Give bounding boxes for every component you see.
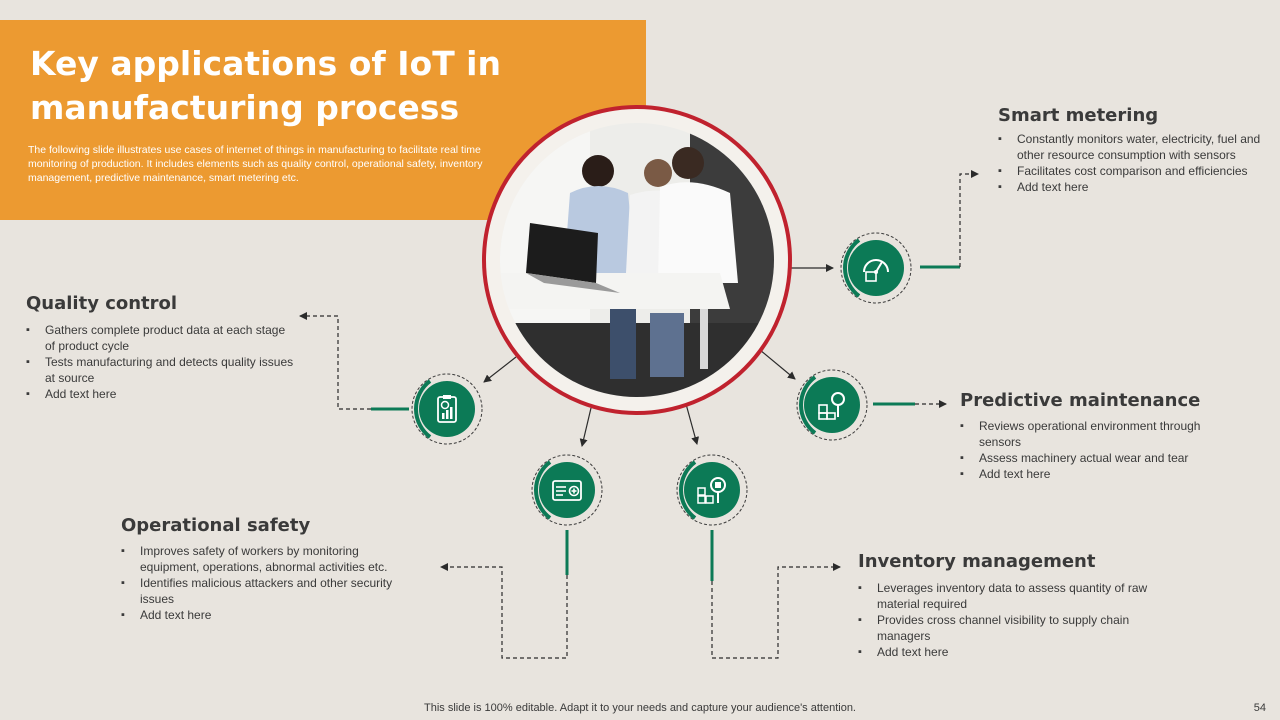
footer-note: This slide is 100% editable. Adapt it to… bbox=[424, 702, 856, 714]
page-number: 54 bbox=[1253, 702, 1266, 714]
operational-safety-title: Operational safety bbox=[121, 515, 311, 536]
inventory-management-node bbox=[675, 453, 749, 527]
list-item: Leverages inventory data to assess quant… bbox=[858, 580, 1148, 612]
inventory-management-bullets: Leverages inventory data to assess quant… bbox=[858, 580, 1148, 660]
list-item: Add text here bbox=[960, 466, 1230, 482]
list-item: Constantly monitors water, electricity, … bbox=[998, 131, 1273, 163]
list-item: Improves safety of workers by monitoring… bbox=[121, 543, 421, 575]
operational-safety-node bbox=[530, 453, 604, 527]
inventory-management-title: Inventory management bbox=[858, 551, 1096, 572]
smart-metering-node bbox=[839, 231, 913, 305]
smart-metering-title: Smart metering bbox=[998, 105, 1159, 126]
list-item: Identifies malicious attackers and other… bbox=[121, 575, 421, 607]
clipboard-chart-icon bbox=[437, 395, 457, 423]
list-item: Gathers complete product data at each st… bbox=[26, 322, 296, 354]
gauge-meter-icon bbox=[863, 259, 889, 282]
inventory-search-icon bbox=[697, 477, 726, 504]
list-item: Add text here bbox=[26, 386, 296, 402]
quality-control-node bbox=[410, 372, 484, 446]
team-meeting-photo bbox=[500, 123, 774, 397]
list-item: Add text here bbox=[858, 644, 1148, 660]
list-item: Assess machinery actual wear and tear bbox=[960, 450, 1230, 466]
predictive-maintenance-title: Predictive maintenance bbox=[960, 390, 1201, 411]
list-item: Provides cross channel visibility to sup… bbox=[858, 612, 1148, 644]
list-item: Facilitates cost comparison and efficien… bbox=[998, 163, 1273, 179]
quality-control-title: Quality control bbox=[26, 293, 178, 314]
list-item: Reviews operational environment through … bbox=[960, 418, 1230, 450]
page-title: Key applications of IoT in manufacturing… bbox=[30, 44, 501, 127]
list-item: Tests manufacturing and detects quality … bbox=[26, 354, 296, 386]
boxes-inspection-icon bbox=[818, 392, 845, 420]
page-subtitle: The following slide illustrates use case… bbox=[28, 144, 483, 184]
operational-safety-bullets: Improves safety of workers by monitoring… bbox=[121, 543, 421, 623]
quality-control-bullets: Gathers complete product data at each st… bbox=[26, 322, 296, 402]
safety-card-icon bbox=[552, 480, 582, 501]
list-item: Add text here bbox=[121, 607, 421, 623]
predictive-maintenance-bullets: Reviews operational environment through … bbox=[960, 418, 1230, 482]
smart-metering-bullets: Constantly monitors water, electricity, … bbox=[998, 131, 1273, 195]
predictive-maintenance-node bbox=[795, 368, 869, 442]
list-item: Add text here bbox=[998, 179, 1273, 195]
